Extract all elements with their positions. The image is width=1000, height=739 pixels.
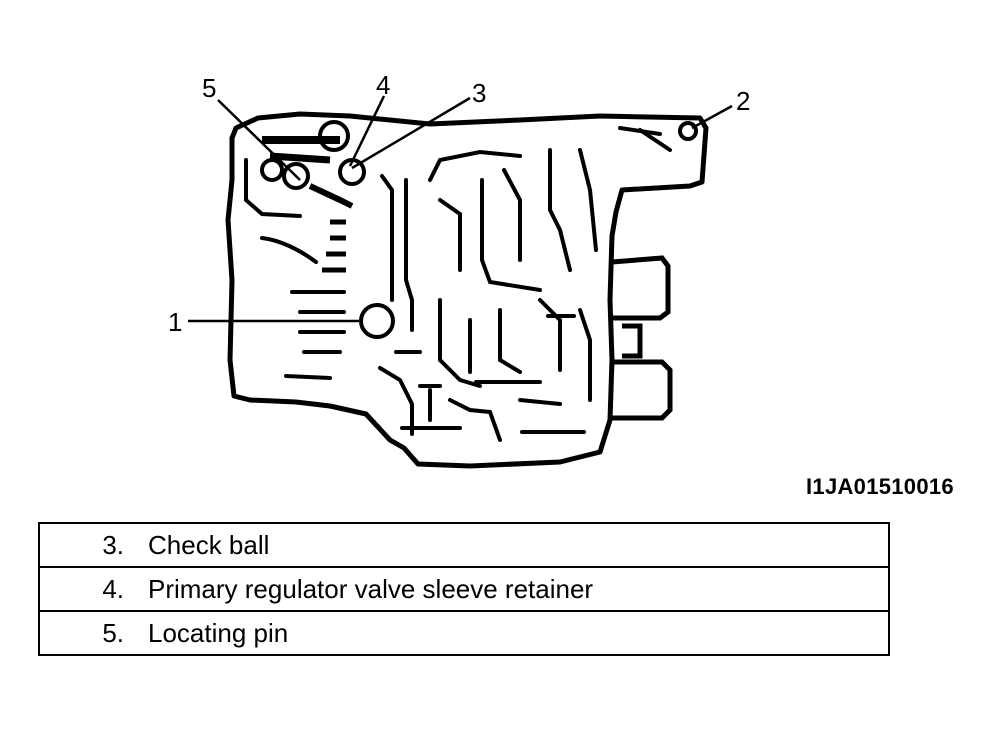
- legend-cell: 5. Locating pin: [38, 610, 890, 656]
- leader-line-3: [351, 96, 471, 170]
- legend-number: 5.: [102, 617, 124, 648]
- legend-row: 4. Primary regulator valve sleeve retain…: [38, 566, 890, 612]
- legend-number: 3.: [102, 529, 124, 560]
- legend-row: 3. Check ball: [38, 522, 890, 568]
- check-ball-1-circle: [359, 303, 395, 339]
- valve-body-side-ports: [611, 255, 673, 421]
- valve-body-outline: [225, 111, 709, 469]
- legend-cell: 3. Check ball: [38, 522, 890, 568]
- legend-number: 4.: [102, 573, 124, 604]
- leader-line-4: [348, 95, 386, 167]
- legend-text: Primary regulator valve sleeve retainer: [148, 573, 594, 604]
- legend-text: Locating pin: [148, 617, 289, 648]
- callout-4: 4: [376, 70, 390, 100]
- callout-5: 5: [202, 73, 216, 103]
- callout-3: 3: [472, 78, 486, 108]
- leader-line-5: [217, 99, 301, 181]
- leader-line-2: [691, 104, 733, 130]
- callout-1: 1: [168, 307, 182, 337]
- legend-text: Check ball: [148, 529, 270, 560]
- legend-row: 5. Locating pin: [38, 610, 890, 656]
- legend-cell: 4. Primary regulator valve sleeve retain…: [38, 566, 890, 612]
- legend-table: 3. Check ball 4. Primary regulator valve…: [38, 522, 890, 656]
- valve-body-diagram: 5 4 3 2 1: [168, 70, 750, 469]
- callout-2: 2: [736, 86, 750, 116]
- fluid-passages: [244, 126, 672, 442]
- figure-id-label: I1JA01510016: [806, 474, 954, 499]
- part-2-hole: [678, 121, 698, 141]
- leader-lines: [188, 95, 733, 323]
- regulator-cluster: [260, 120, 366, 273]
